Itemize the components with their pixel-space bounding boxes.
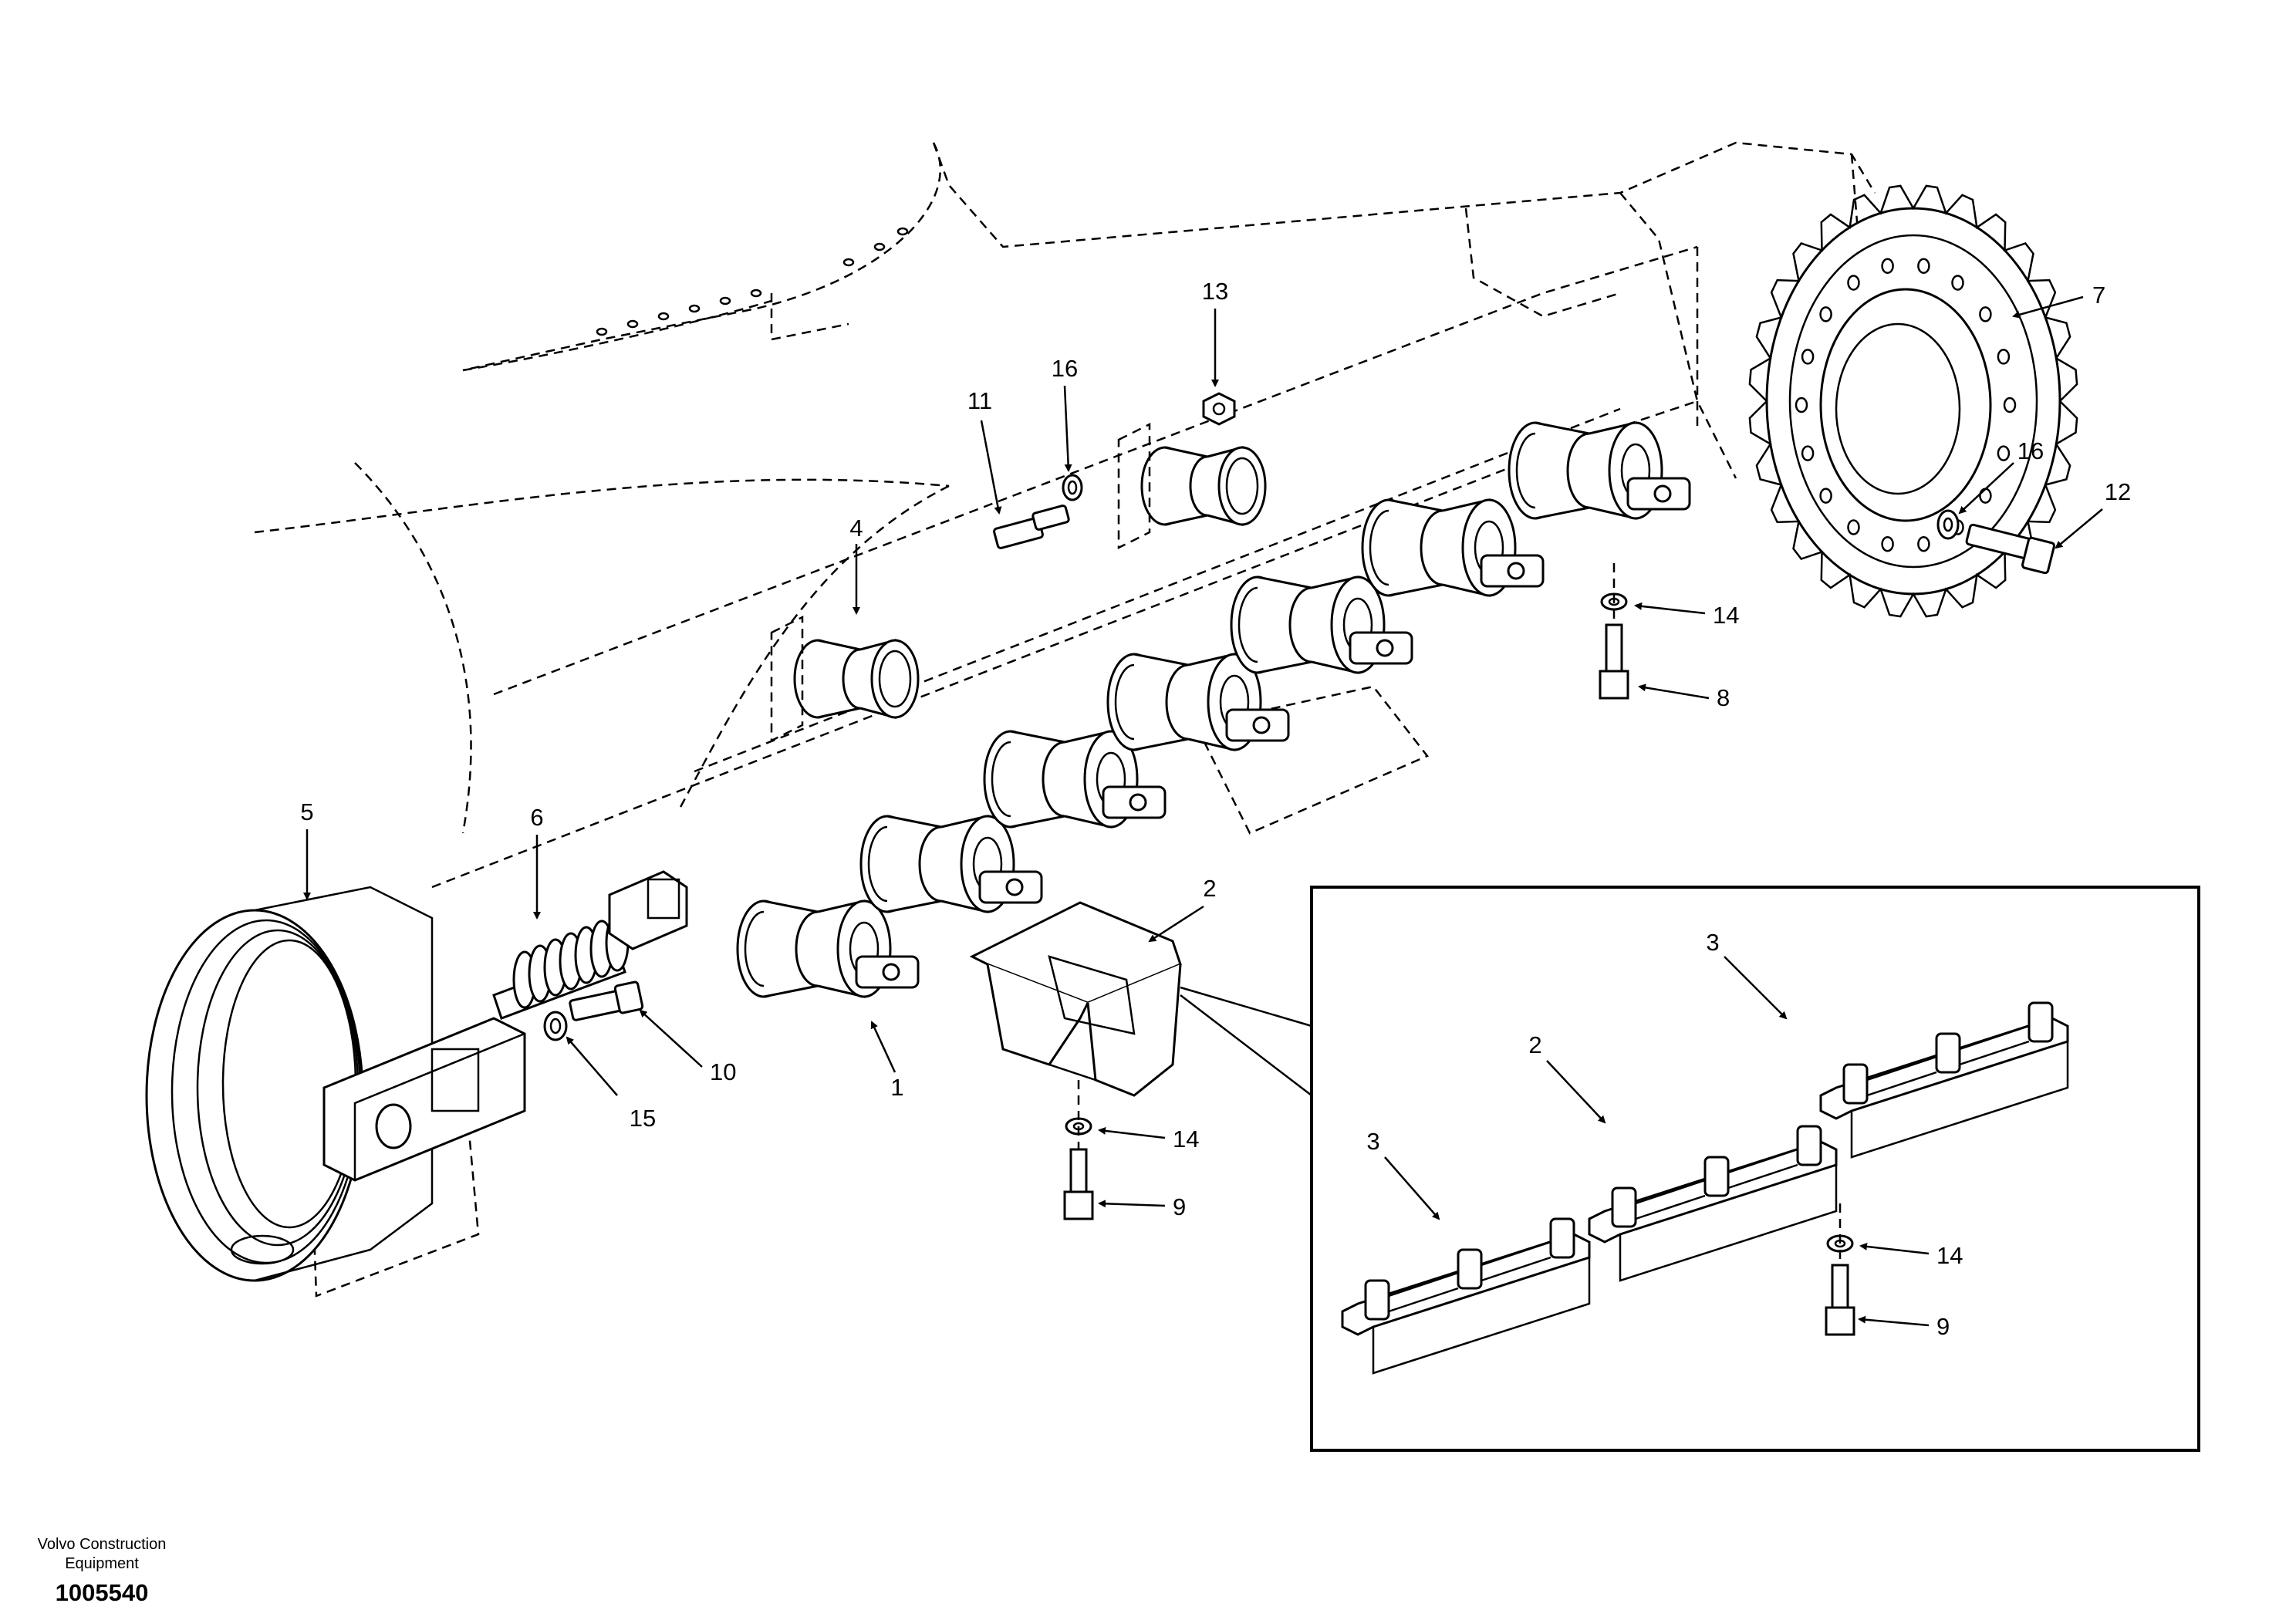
frame-bolt-holes [596, 227, 909, 336]
sprocket-hole [2003, 397, 2017, 413]
svg-text:9: 9 [1936, 1313, 1950, 1340]
nut-13 [1202, 392, 1236, 426]
svg-text:5: 5 [300, 798, 313, 825]
sprocket-hole [1847, 275, 1860, 291]
carrier-roller-rear [1140, 446, 1267, 526]
sprocket-hole [1997, 445, 2011, 461]
callout-9-inset: 9 [1858, 1313, 1950, 1340]
sprocket-hole [1917, 258, 1930, 275]
svg-text:6: 6 [530, 804, 543, 831]
sprocket-hole [1795, 397, 1808, 413]
callout-14-inset: 14 [1859, 1242, 1963, 1269]
svg-text:16: 16 [2017, 437, 2044, 464]
bolt-12 [1965, 523, 2055, 575]
track-roller-1 [736, 899, 920, 998]
svg-text:16: 16 [1052, 355, 1078, 382]
callout-13: 13 [1202, 278, 1228, 387]
sprocket-hole [1881, 258, 1894, 275]
callout-1: 1 [870, 1021, 904, 1101]
svg-text:12: 12 [2105, 478, 2131, 505]
carrier-roller-front [793, 639, 920, 719]
svg-text:10: 10 [710, 1058, 736, 1085]
brand-line-1: Volvo Construction [38, 1536, 167, 1553]
detail-inset [1310, 886, 2200, 1452]
bolt-10 [569, 980, 644, 1021]
sprocket-hole [1801, 349, 1815, 365]
callout-14-roller: 14 [1634, 602, 1739, 629]
bolt-11 [993, 505, 1070, 549]
svg-text:13: 13 [1202, 278, 1228, 305]
svg-text:14: 14 [1713, 602, 1739, 629]
figure-number: 1005540 [56, 1579, 149, 1606]
callout-16-carrier: 16 [1052, 355, 1078, 472]
recoil-spring-assembly [492, 870, 688, 1020]
drive-sprocket [1748, 184, 2078, 618]
washer-16-carrier [1062, 474, 1083, 501]
svg-text:9: 9 [1173, 1193, 1186, 1220]
svg-text:3: 3 [1706, 929, 1719, 956]
sprocket-hole [1881, 535, 1894, 552]
svg-text:4: 4 [849, 515, 863, 542]
inset-leader-line [1180, 986, 1312, 1096]
svg-text:7: 7 [2092, 282, 2105, 309]
svg-text:3: 3 [1366, 1128, 1379, 1155]
svg-text:2: 2 [1528, 1031, 1541, 1058]
sprocket-hole [1819, 488, 1832, 504]
sprocket-hole [1997, 349, 2011, 365]
callout-2-inset: 2 [1528, 1031, 1606, 1124]
callout-2-main: 2 [1148, 875, 1217, 943]
callout-3-inset-right: 3 [1706, 929, 1788, 1020]
bolt-9-guard [1063, 1148, 1094, 1220]
callout-14-main: 14 [1098, 1126, 1199, 1153]
washer-16-sprocket [1936, 509, 1960, 540]
svg-text:1: 1 [890, 1074, 903, 1101]
carrier-roller-bracket-front [770, 615, 804, 743]
sprocket-hole [1979, 306, 1992, 322]
callout-15: 15 [566, 1036, 656, 1132]
track-roller-7 [1508, 421, 1691, 520]
track-roller-6 [1361, 498, 1545, 597]
callout-7: 7 [2012, 282, 2105, 319]
svg-text:14: 14 [1173, 1126, 1199, 1153]
callout-12: 12 [2055, 478, 2131, 549]
callout-4: 4 [849, 515, 863, 615]
sprocket-teeth [1748, 184, 2078, 618]
sprocket-hole [1917, 535, 1930, 552]
idler-yoke-bracket [322, 1017, 526, 1182]
track-guard [969, 901, 1182, 1097]
callout-16-sprocket: 16 [1958, 437, 2044, 515]
svg-text:14: 14 [1936, 1242, 1963, 1269]
sprocket-hole [1819, 306, 1832, 322]
washer-15 [543, 1011, 568, 1041]
callout-8: 8 [1638, 683, 1730, 711]
callout-9-main: 9 [1098, 1193, 1186, 1220]
sprocket-hole [1951, 275, 1964, 291]
track-roller-2 [859, 815, 1043, 913]
callout-6: 6 [530, 804, 544, 920]
callout-5: 5 [300, 798, 314, 900]
brand-line-2: Equipment [65, 1555, 139, 1572]
callout-10: 10 [639, 1009, 736, 1085]
sprocket-hole [1801, 445, 1815, 461]
svg-text:8: 8 [1717, 684, 1730, 711]
callout-3-inset-left: 3 [1366, 1128, 1440, 1220]
svg-text:2: 2 [1203, 875, 1216, 902]
svg-text:15: 15 [630, 1105, 656, 1132]
sprocket-bolt-holes [1795, 258, 2017, 552]
callout-11: 11 [967, 387, 1002, 515]
bolt-8 [1599, 623, 1629, 700]
carrier-roller-bracket-rear [1117, 422, 1151, 550]
svg-text:11: 11 [967, 387, 992, 414]
sprocket-hole [1847, 519, 1860, 535]
bolt-9-inset [1825, 1264, 1855, 1336]
undercarriage-frame-outline [254, 141, 1876, 1298]
